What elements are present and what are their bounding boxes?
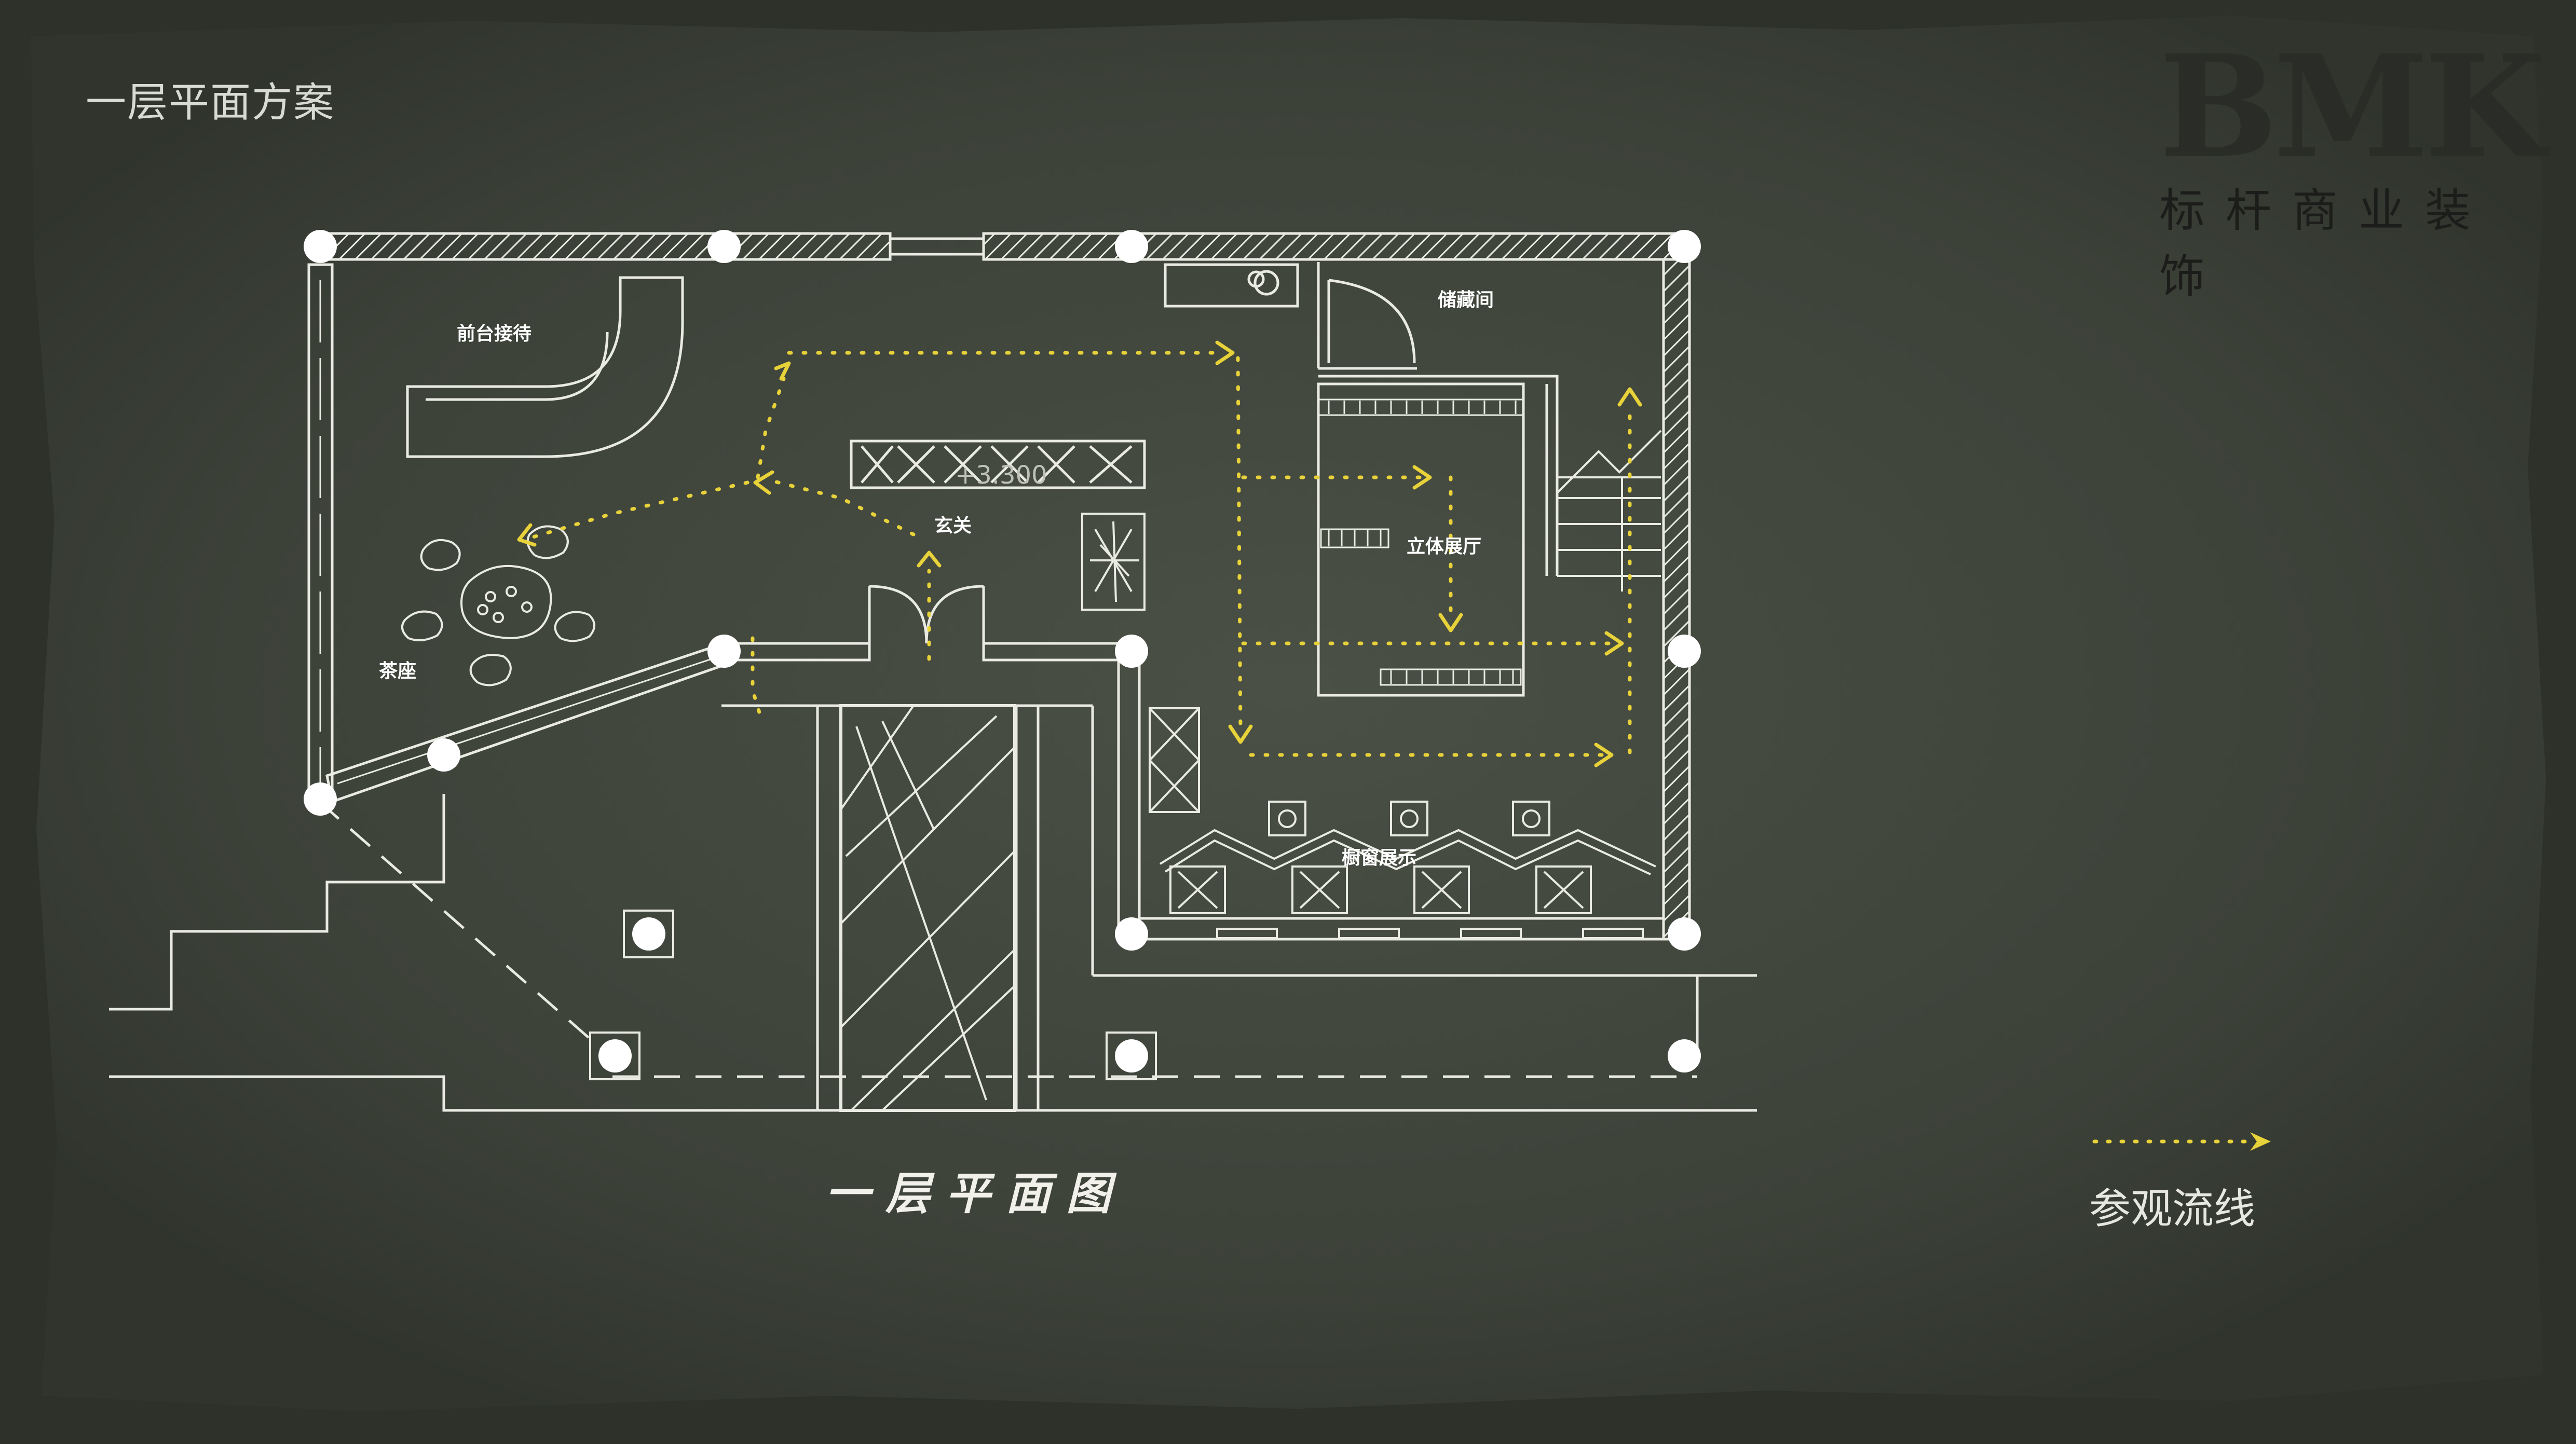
logo-wordmark: BMK <box>2159 24 2546 189</box>
tea-set <box>401 525 595 686</box>
label-elevation: +3.300 <box>955 461 1047 490</box>
column-frames <box>589 910 1157 1080</box>
staircase <box>1556 430 1662 592</box>
gallery-hatch <box>1328 401 1517 684</box>
structural-columns <box>304 230 1701 1072</box>
paper-background <box>31 16 2546 1411</box>
route-arrowheads <box>517 340 1642 767</box>
reception-desk <box>406 276 684 458</box>
plan-caption: 一层平面图 <box>825 1167 1126 1220</box>
label-tea: 茶座 <box>379 661 416 682</box>
glass-walkway <box>839 704 1016 1112</box>
logo-subtitle: 标杆商业装饰 <box>2159 184 2492 303</box>
label-window: 橱窗展示 <box>1342 847 1416 869</box>
label-reception: 前台接待 <box>457 323 531 345</box>
window-displays <box>1159 801 1656 939</box>
storage-room <box>1164 262 1417 370</box>
brand-logo: BMK 标杆商业装饰 <box>2159 24 2546 303</box>
side-shelf <box>1149 707 1200 813</box>
label-foyer: 玄关 <box>934 515 972 537</box>
gallery-room <box>1317 375 1559 697</box>
legend-route-icon <box>2092 1132 2271 1151</box>
label-gallery: 立体展厅 <box>1407 536 1481 557</box>
page-title: 一层平面方案 <box>86 79 335 126</box>
foyer-rack <box>850 439 1146 489</box>
visitor-route <box>522 351 1632 757</box>
label-storage: 储藏间 <box>1438 290 1494 311</box>
plant-box <box>1081 513 1146 611</box>
legend-label: 参观流线 <box>2089 1185 2255 1233</box>
